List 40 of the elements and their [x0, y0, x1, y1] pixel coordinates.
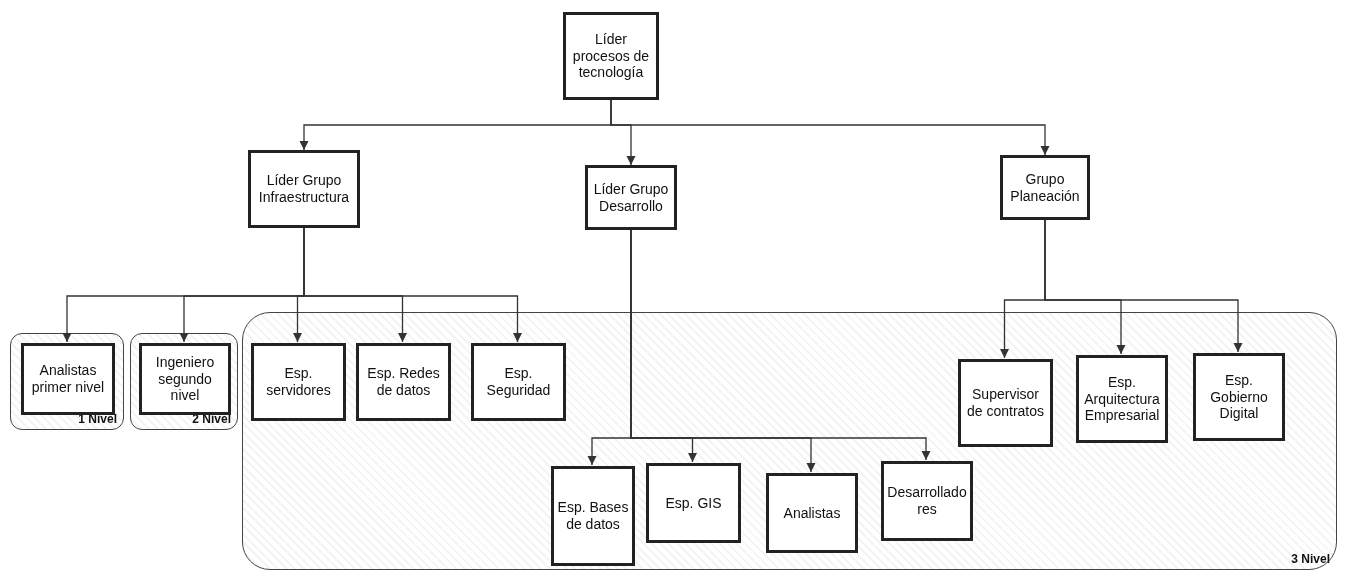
role-box	[1193, 353, 1285, 441]
role-label: Esp. Bases de datos	[556, 498, 630, 534]
role-label: Esp. Gobierno Digital	[1209, 370, 1269, 424]
role-label: Líder Grupo Desarrollo	[592, 179, 670, 216]
role-label: Ingeniero segundo nivel	[154, 352, 216, 406]
role-box	[585, 165, 677, 230]
role-label: Líder procesos de tecnología	[571, 29, 651, 83]
role-box	[551, 466, 635, 566]
role-box	[881, 461, 973, 541]
connector-arrow	[303, 227, 523, 343]
role-box	[958, 359, 1053, 447]
role-label: Esp. Seguridad	[485, 364, 552, 400]
role-label: Esp. GIS	[664, 493, 723, 513]
role-label: Esp. Redes de datos	[366, 364, 441, 400]
role-box	[646, 463, 741, 543]
connector-arrow	[1044, 219, 1243, 353]
level-group	[242, 312, 1337, 570]
role-label: Analistas	[782, 503, 842, 523]
connector-arrow	[610, 99, 1050, 156]
role-label: Analistas primer nivel	[30, 361, 106, 397]
level-label: 3 Nivel	[1291, 552, 1330, 566]
role-label: Esp. servidores	[265, 364, 332, 400]
level-group	[10, 333, 124, 430]
role-box	[139, 343, 231, 415]
role-label: Supervisor de contratos	[965, 385, 1046, 421]
role-box	[251, 343, 346, 421]
role-label: Desarrollado res	[886, 483, 968, 519]
role-box	[356, 343, 451, 421]
role-box	[563, 12, 659, 100]
role-box	[766, 473, 858, 553]
role-label: Grupo Planeación	[1009, 169, 1081, 206]
role-box	[1076, 355, 1168, 443]
role-box	[1000, 155, 1090, 220]
role-box	[21, 343, 115, 415]
role-label: Líder Grupo Infraestructura	[257, 171, 351, 207]
role-box	[471, 343, 566, 421]
level-group	[130, 333, 238, 430]
connector-arrow	[630, 229, 931, 461]
role-box	[248, 150, 360, 228]
role-label: Esp. Arquitectura Empresarial	[1083, 372, 1161, 426]
